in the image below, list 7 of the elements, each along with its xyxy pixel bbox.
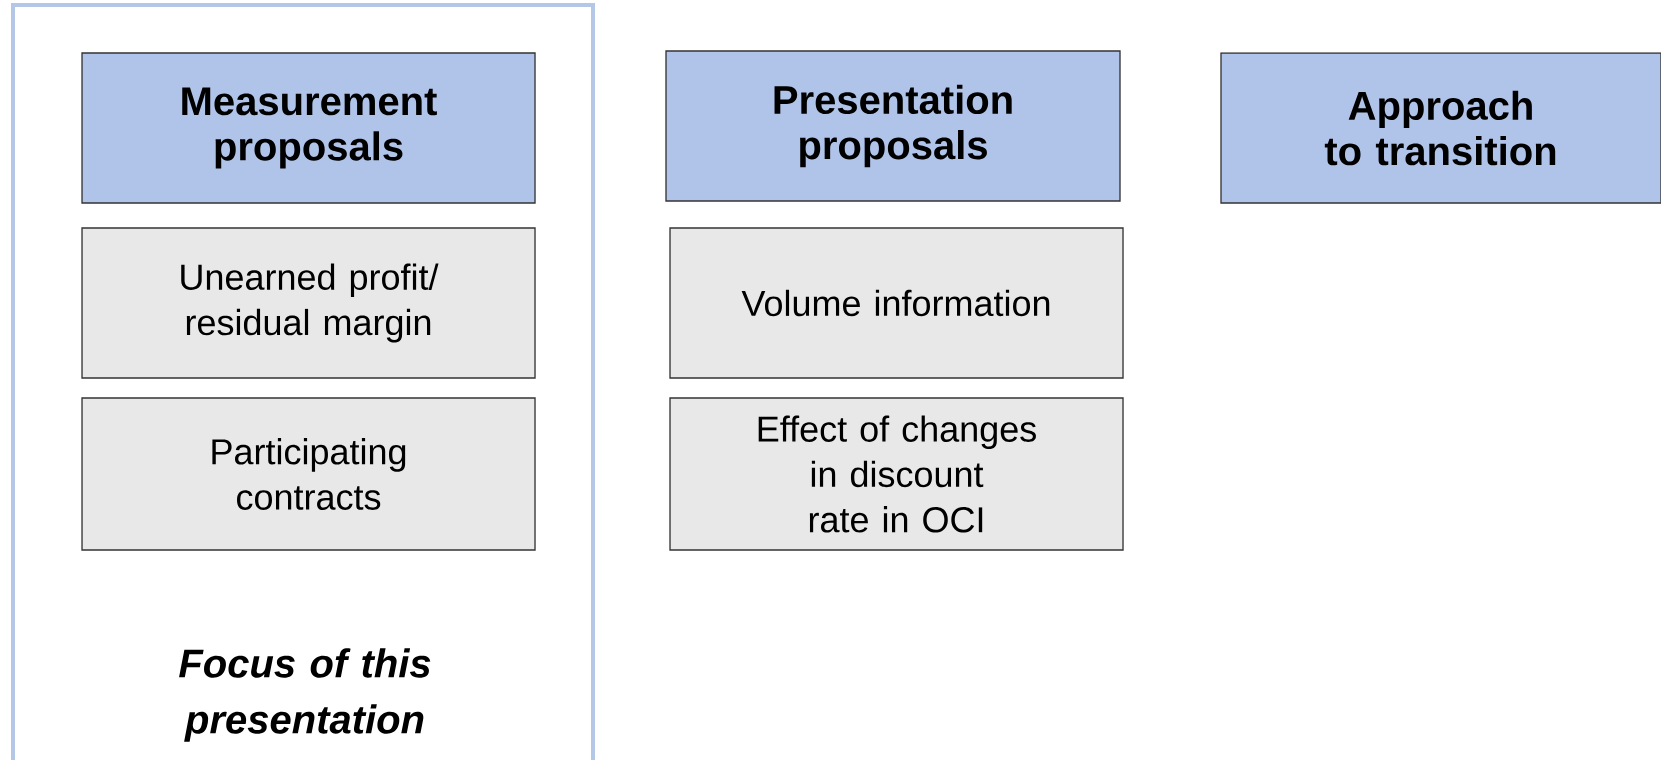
heading-box: Approach to transition: [1220, 52, 1661, 204]
topic-box: Effect of changes in discount rate in OCI: [669, 397, 1124, 551]
heading-box: Measurement proposals: [81, 52, 536, 204]
topic-box: Participating contracts: [81, 397, 536, 551]
heading-box: Presentation proposals: [665, 50, 1121, 202]
topic-box: Volume information: [669, 227, 1124, 379]
topic-box: Unearned profit/ residual margin: [81, 227, 536, 379]
